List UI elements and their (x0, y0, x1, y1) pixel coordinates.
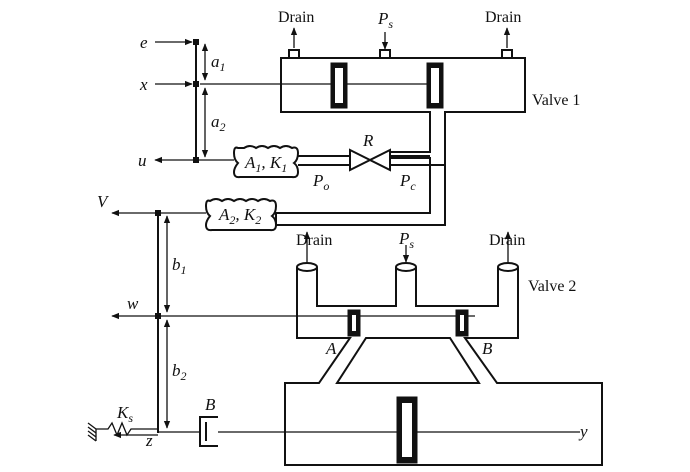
label-po: Po (312, 171, 329, 193)
port-b-label: B (482, 339, 493, 358)
spring-ks: Ks (87, 403, 158, 442)
ground-icon (87, 422, 97, 442)
valve1-drain-port-left (288, 49, 300, 58)
lever-2: V w b1 b2 z (97, 192, 187, 450)
label-pc: Pc (399, 171, 416, 193)
valve1-drain-right-label: Drain (485, 9, 521, 26)
valve-2: Drain Ps Drain Valve 2 A B (158, 229, 603, 466)
label-ks: Ks (116, 403, 133, 425)
valve1-ps-label: Ps (377, 9, 393, 31)
valve2-inner-left (316, 267, 397, 307)
valve1-supply-port (379, 49, 391, 58)
valve-1: Drain Ps Drain Valve 1 (200, 9, 580, 226)
label-a2: a2 (211, 112, 226, 134)
label-z: z (145, 431, 153, 450)
port-a-label: A (325, 339, 337, 358)
bellows-1 (232, 145, 300, 179)
restriction-r-right (367, 148, 391, 172)
valve2-drain-port-right (497, 262, 519, 272)
bellows-1-circuit: A1, K1 R Po Pc (196, 131, 445, 193)
label-v: V (97, 192, 110, 211)
power-piston: y (218, 396, 588, 464)
valve2-label: Valve 2 (528, 278, 576, 295)
label-b1: b1 (172, 255, 187, 277)
label-b2: b2 (172, 361, 187, 383)
lever1-pin-x (193, 81, 199, 87)
valve2-supply-port (395, 262, 417, 272)
valve2-body-outer (284, 267, 603, 466)
valve1-label: Valve 1 (532, 92, 580, 109)
spring-icon (96, 421, 158, 437)
bellows-2-circuit: A2, K2 (158, 198, 278, 232)
valve1-body (275, 57, 526, 226)
restriction-r-left (349, 148, 373, 172)
label-e: e (140, 33, 148, 52)
label-y: y (578, 422, 588, 441)
valve2-drain-port-left (296, 262, 318, 272)
bellows1-label: A1, K1 (244, 153, 287, 175)
label-r: R (362, 131, 374, 150)
label-u: u (138, 151, 147, 170)
bellows-2 (204, 198, 278, 232)
valve2-drain-right-label: Drain (489, 232, 525, 249)
valve2-drain-left-label: Drain (296, 232, 332, 249)
label-w: w (127, 294, 139, 313)
lever-1: e x u a1 a2 (138, 33, 226, 170)
valve2-channel-core (335, 337, 481, 384)
lever1-pin-e (193, 39, 199, 45)
damper-cylinder (199, 416, 218, 447)
damper-b: B (158, 395, 218, 447)
valve1-drain-port-right (501, 49, 513, 58)
valve1-drain-left-label: Drain (278, 9, 314, 26)
valve2-ps-label: Ps (398, 229, 414, 251)
label-b-damper: B (205, 395, 216, 414)
label-x: x (139, 75, 148, 94)
bellows2-label: A2, K2 (218, 205, 261, 227)
valve2-inner-right (415, 267, 499, 307)
label-a1: a1 (211, 52, 226, 74)
